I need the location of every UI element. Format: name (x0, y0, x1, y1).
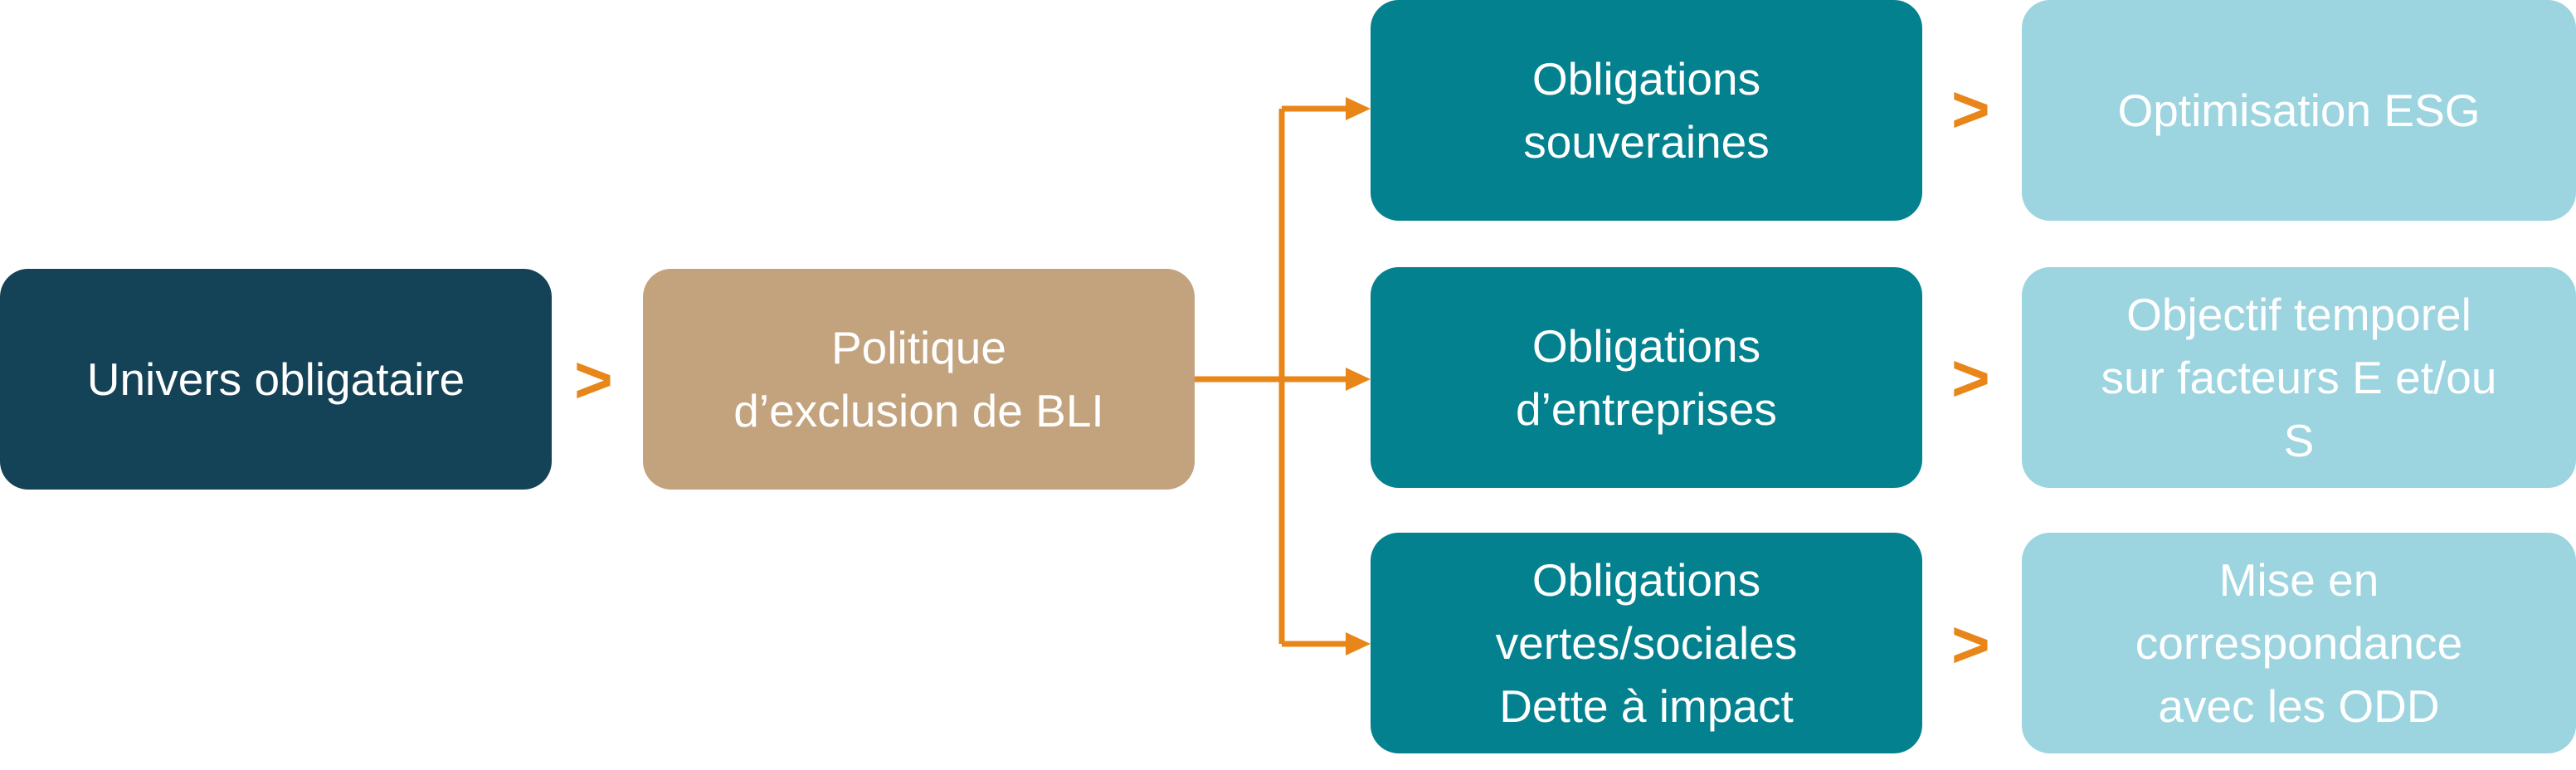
node-mise-en-correspondance-label: Mise en correspondance avec les ODD (2135, 554, 2463, 732)
arrow-universe-to-exclusion: > (574, 343, 613, 417)
node-objectif-temporel: Objectif temporel sur facteurs E et/ou S (2022, 267, 2576, 488)
node-obligations-entreprises: Obligations d’entreprises (1371, 267, 1922, 488)
node-mise-en-correspondance: Mise en correspondance avec les ODD (2022, 533, 2576, 753)
arrow-green-to-sdg: > (1951, 607, 1990, 681)
node-univers-obligataire: Univers obligataire (0, 269, 552, 490)
node-obligations-vertes: Obligations vertes/sociales Dette à impa… (1371, 533, 1922, 753)
node-politique-exclusion: Politique d’exclusion de BLI (643, 269, 1195, 490)
node-optimisation-esg: Optimisation ESG (2022, 0, 2576, 221)
node-obligations-souveraines-label: Obligations souveraines (1523, 53, 1770, 168)
node-optimisation-esg-label: Optimisation ESG (2117, 85, 2481, 136)
arrow-sovereign-to-esg: > (1951, 72, 1990, 146)
node-politique-exclusion-label: Politique d’exclusion de BLI (733, 322, 1104, 436)
arrow-corporate-to-temporal: > (1951, 341, 1990, 415)
node-objectif-temporel-label: Objectif temporel sur facteurs E et/ou S (2101, 289, 2497, 466)
arrowhead-sovereign (1346, 97, 1371, 120)
node-obligations-vertes-label: Obligations vertes/sociales Dette à impa… (1495, 554, 1798, 732)
node-univers-obligataire-label: Univers obligataire (86, 353, 465, 405)
node-obligations-souveraines: Obligations souveraines (1371, 0, 1922, 221)
node-obligations-entreprises-label: Obligations d’entreprises (1516, 320, 1777, 435)
arrowhead-corporate (1346, 368, 1371, 391)
arrowhead-green (1346, 632, 1371, 655)
